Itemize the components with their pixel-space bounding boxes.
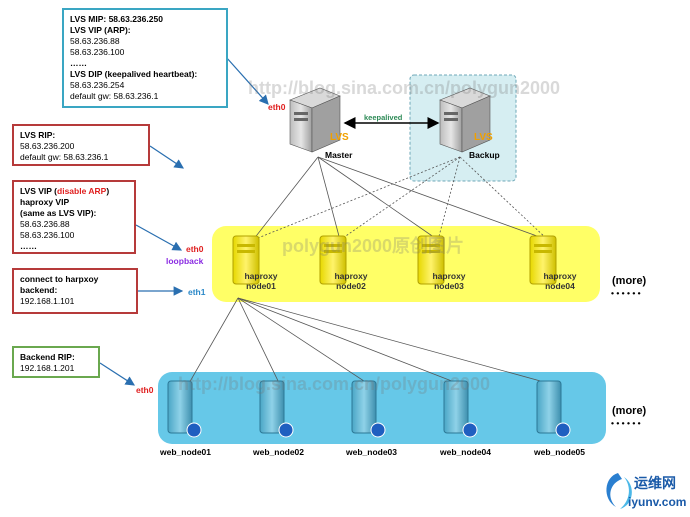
haproxy-node01-sub: node01: [246, 281, 276, 291]
lvs-rip-box: LVS RIP: 58.63.236.200 default gw: 58.63…: [12, 124, 150, 166]
lvs-rip-title: LVS RIP:: [20, 130, 56, 140]
lvs-gw: default gw: 58.63.236.1: [70, 91, 159, 101]
keepalived-label: keepalived: [364, 113, 403, 122]
lvs-master-sub: Master: [325, 150, 353, 160]
lvs-backup-server-icon: [439, 87, 491, 153]
haproxy-backend-box: connect to harpxoy backend: 192.168.1.10…: [12, 268, 138, 314]
haproxy-node04-sub: node04: [545, 281, 575, 291]
logo-domain-text: iyunv.com: [628, 495, 687, 509]
watermark-bottom: http://blog.sina.com.cn/polygun2000: [178, 374, 491, 394]
lvs-vip-title: LVS VIP (ARP):: [70, 25, 131, 35]
web-node02-icon: [259, 380, 294, 438]
site-logo: 运维网 iyunv.com: [598, 467, 690, 517]
lvs-backup-sub: Backup: [469, 150, 500, 160]
more-web-dots: • • • • • •: [611, 418, 641, 428]
loopback-label: loopback: [166, 256, 204, 266]
more-haproxy-label: (more): [612, 275, 647, 287]
web-node03-icon: [351, 380, 386, 438]
haproxy-node03-icon: [417, 235, 445, 285]
vip-ip1: 58.63.236.88: [20, 219, 70, 229]
lvs-info-box: LVS MIP: 58.63.236.250 LVS VIP (ARP): 58…: [62, 8, 228, 108]
haproxy-node01-label: haproxy node01: [238, 271, 284, 291]
backend-title: connect to harpxoy backend:: [20, 274, 99, 295]
haproxy-node03-label: haproxy node03: [426, 271, 472, 291]
haproxy-node02-sub: node02: [336, 281, 366, 291]
web-node02-label: web_node02: [253, 447, 305, 457]
lvs-mip: LVS MIP: 58.63.236.250: [70, 14, 163, 24]
haproxy-node03-sub: node03: [434, 281, 464, 291]
backend-rip-ip: 192.168.1.201: [20, 363, 75, 373]
haproxy-server-icons: [232, 235, 557, 285]
web-node03-label: web_node03: [346, 447, 398, 457]
haproxy-node04-label: haproxy node04: [537, 271, 583, 291]
eth1-label: eth1: [188, 287, 206, 297]
lvs-backup-title: LVS: [474, 132, 493, 143]
more-web-label: (more): [612, 405, 647, 417]
lvs-rip-gw: default gw: 58.63.236.1: [20, 152, 109, 162]
web-node01-label: web_node01: [160, 447, 212, 457]
vip-line3: (same as LVS VIP):: [20, 208, 97, 218]
vip-ellipsis: ……: [20, 241, 37, 251]
eth0-web-label: eth0: [136, 385, 154, 395]
web-server-icons: [167, 380, 571, 438]
web-node04-label: web_node04: [440, 447, 492, 457]
more-haproxy-dots: • • • • • •: [611, 288, 641, 298]
haproxy-band: [212, 226, 600, 302]
backend-ip: 192.168.1.101: [20, 296, 75, 306]
lvs-master-title: LVS: [330, 132, 349, 143]
vip-ip2: 58.63.236.100: [20, 230, 75, 240]
lvs-vip-ellipsis: ……: [70, 58, 87, 68]
haproxy-node02-label: haproxy node02: [328, 271, 374, 291]
vip-line2: haproxy VIP: [20, 197, 70, 207]
lvs-vip-1: 58.63.236.88: [70, 36, 120, 46]
watermark-middle: polygun2000原创图片: [282, 236, 465, 256]
haproxy-vip-box: LVS VIP (disable ARP) haproxy VIP (same …: [12, 180, 136, 254]
web-node04-icon: [443, 380, 478, 438]
watermark-top: http://blog.sina.com.cn/polygun2000: [248, 78, 561, 98]
lvs-rip-ip: 58.63.236.200: [20, 141, 75, 151]
vip-title-warn: disable ARP: [57, 186, 107, 196]
haproxy-node04-title: haproxy: [543, 271, 577, 281]
haproxy-node02-title: haproxy: [334, 271, 368, 281]
web-node01-icon: [167, 380, 202, 438]
haproxy-node02-icon: [319, 235, 347, 285]
lvs-vip-2: 58.63.236.100: [70, 47, 125, 57]
web-node05-label: web_node05: [534, 447, 586, 457]
haproxy-node01-icon: [232, 235, 260, 285]
lvs-dip: 58.63.236.254: [70, 80, 125, 90]
backend-rip-box: Backend RIP: 192.168.1.201: [12, 346, 100, 378]
logo-cn-text: 运维网: [634, 475, 676, 491]
vip-title-a: LVS VIP (: [20, 186, 58, 196]
lvs-dip-title: LVS DIP (keepalived heartbeat):: [70, 69, 198, 79]
haproxy-node04-icon: [529, 235, 557, 285]
haproxy-node03-title: haproxy: [432, 271, 466, 281]
logo-swirl-icon: [606, 473, 632, 509]
eth0-lvs-label: eth0: [268, 102, 286, 112]
eth0-haproxy-label: eth0: [186, 244, 204, 254]
lvs-master-server-icon: [289, 87, 341, 153]
web-node05-icon: [536, 380, 571, 438]
vip-title-b: ): [106, 186, 110, 196]
haproxy-node01-title: haproxy: [244, 271, 278, 281]
backend-rip-title: Backend RIP:: [20, 352, 75, 362]
